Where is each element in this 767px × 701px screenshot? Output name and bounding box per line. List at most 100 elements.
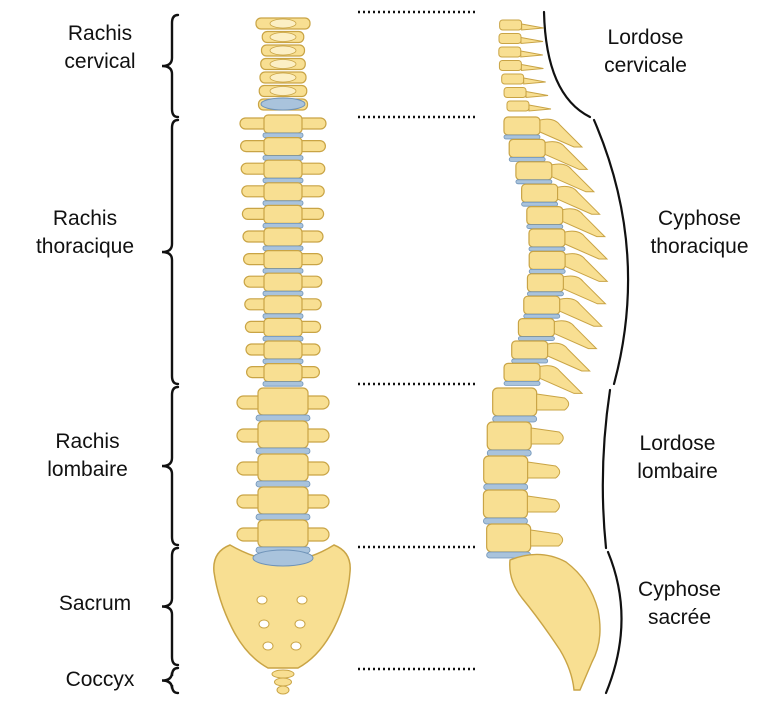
sacral-foramen bbox=[259, 620, 269, 628]
disc bbox=[263, 336, 303, 341]
sacral-foramen bbox=[291, 642, 301, 650]
disc bbox=[256, 481, 310, 487]
cervical-body bbox=[270, 87, 296, 96]
disc bbox=[483, 518, 527, 524]
side-spinous-process bbox=[521, 38, 543, 44]
sacral-foramen bbox=[297, 596, 307, 604]
disc bbox=[504, 381, 540, 385]
side-thoracic-vertebra bbox=[524, 296, 560, 314]
disc bbox=[529, 247, 565, 251]
disc bbox=[524, 314, 560, 318]
thoracic-vertebra bbox=[264, 138, 302, 156]
label-lordose-cervicale: Lordosecervicale bbox=[578, 24, 713, 80]
disc bbox=[263, 291, 303, 296]
thoracic-vertebra bbox=[264, 318, 302, 336]
side-spinous-process bbox=[529, 105, 551, 111]
disc bbox=[256, 415, 310, 421]
side-thoracic-vertebra bbox=[504, 117, 540, 135]
side-spinous-process bbox=[537, 394, 569, 410]
thoracic-vertebra bbox=[264, 160, 302, 178]
side-thoracic-vertebra bbox=[529, 229, 565, 247]
side-spinous-process bbox=[540, 366, 582, 394]
cervical-body bbox=[270, 60, 296, 69]
lumbar-vertebra bbox=[258, 487, 308, 514]
side-cervical-vertebra bbox=[502, 74, 524, 84]
side-spinous-process bbox=[527, 496, 559, 512]
brace-lombaire bbox=[162, 387, 178, 545]
cervical-body bbox=[270, 19, 296, 28]
side-thoracic-vertebra bbox=[512, 341, 548, 359]
coccyx-segment bbox=[275, 678, 292, 686]
side-spinous-process bbox=[522, 24, 544, 30]
lumbar-vertebra bbox=[258, 520, 308, 547]
side-thoracic-vertebra bbox=[527, 207, 563, 225]
sacral-foramen bbox=[295, 620, 305, 628]
side-cervical-vertebra bbox=[507, 101, 529, 111]
side-cervical-vertebra bbox=[499, 47, 521, 57]
disc bbox=[509, 157, 545, 161]
disc bbox=[256, 514, 310, 520]
side-lumbar-vertebra bbox=[487, 524, 531, 552]
coccyx-segment bbox=[277, 686, 289, 694]
side-thoracic-vertebra bbox=[527, 274, 563, 292]
disc bbox=[263, 314, 303, 319]
disc bbox=[263, 382, 303, 387]
side-spinous-process bbox=[531, 428, 563, 444]
disc bbox=[493, 416, 537, 422]
thoracic-vertebra bbox=[264, 364, 302, 382]
disc bbox=[504, 135, 540, 139]
disc bbox=[263, 269, 303, 274]
brace-thoracique bbox=[162, 120, 178, 384]
thoracic-vertebra bbox=[264, 228, 302, 246]
side-lumbar-vertebra bbox=[483, 490, 527, 518]
side-spinous-process bbox=[526, 92, 548, 98]
side-spinous-process bbox=[521, 51, 543, 57]
sacral-foramen bbox=[263, 642, 273, 650]
disc bbox=[527, 292, 563, 296]
lumbar-vertebra bbox=[258, 388, 308, 415]
thoracic-vertebra bbox=[264, 341, 302, 359]
disc bbox=[529, 269, 565, 273]
disc bbox=[256, 448, 310, 454]
thoracic-vertebra bbox=[264, 183, 302, 201]
side-lumbar-vertebra bbox=[493, 388, 537, 416]
side-spinous-process bbox=[528, 462, 560, 478]
disc bbox=[484, 484, 528, 490]
side-lumbar-vertebra bbox=[484, 456, 528, 484]
side-thoracic-vertebra bbox=[518, 319, 554, 337]
disc bbox=[261, 98, 305, 110]
side-lumbar-vertebra bbox=[487, 422, 531, 450]
disc bbox=[522, 202, 558, 206]
disc bbox=[516, 180, 552, 184]
side-spinous-process bbox=[524, 78, 546, 84]
side-cervical-vertebra bbox=[500, 20, 522, 30]
thoracic-vertebra bbox=[264, 273, 302, 291]
side-sacrum bbox=[510, 554, 600, 690]
disc bbox=[253, 550, 313, 566]
side-cervical-vertebra bbox=[499, 61, 521, 71]
disc bbox=[263, 359, 303, 364]
side-cervical-vertebra bbox=[504, 88, 526, 98]
label-sacrum: Sacrum bbox=[40, 590, 150, 618]
thoracic-vertebra bbox=[264, 115, 302, 133]
coccyx-segment bbox=[272, 670, 294, 678]
disc bbox=[263, 246, 303, 251]
disc bbox=[518, 337, 554, 341]
side-thoracic-vertebra bbox=[504, 363, 540, 381]
cervical-body bbox=[270, 73, 296, 82]
sacral-foramen bbox=[257, 596, 267, 604]
disc bbox=[527, 225, 563, 229]
cervical-body bbox=[270, 33, 296, 42]
disc bbox=[487, 450, 531, 456]
thoracic-vertebra bbox=[264, 205, 302, 223]
side-spinous-process bbox=[531, 530, 563, 546]
disc bbox=[512, 359, 548, 363]
label-coccyx: Coccyx bbox=[45, 666, 155, 694]
thoracic-vertebra bbox=[264, 296, 302, 314]
thoracic-vertebra bbox=[264, 251, 302, 269]
cervical-body bbox=[270, 46, 296, 55]
